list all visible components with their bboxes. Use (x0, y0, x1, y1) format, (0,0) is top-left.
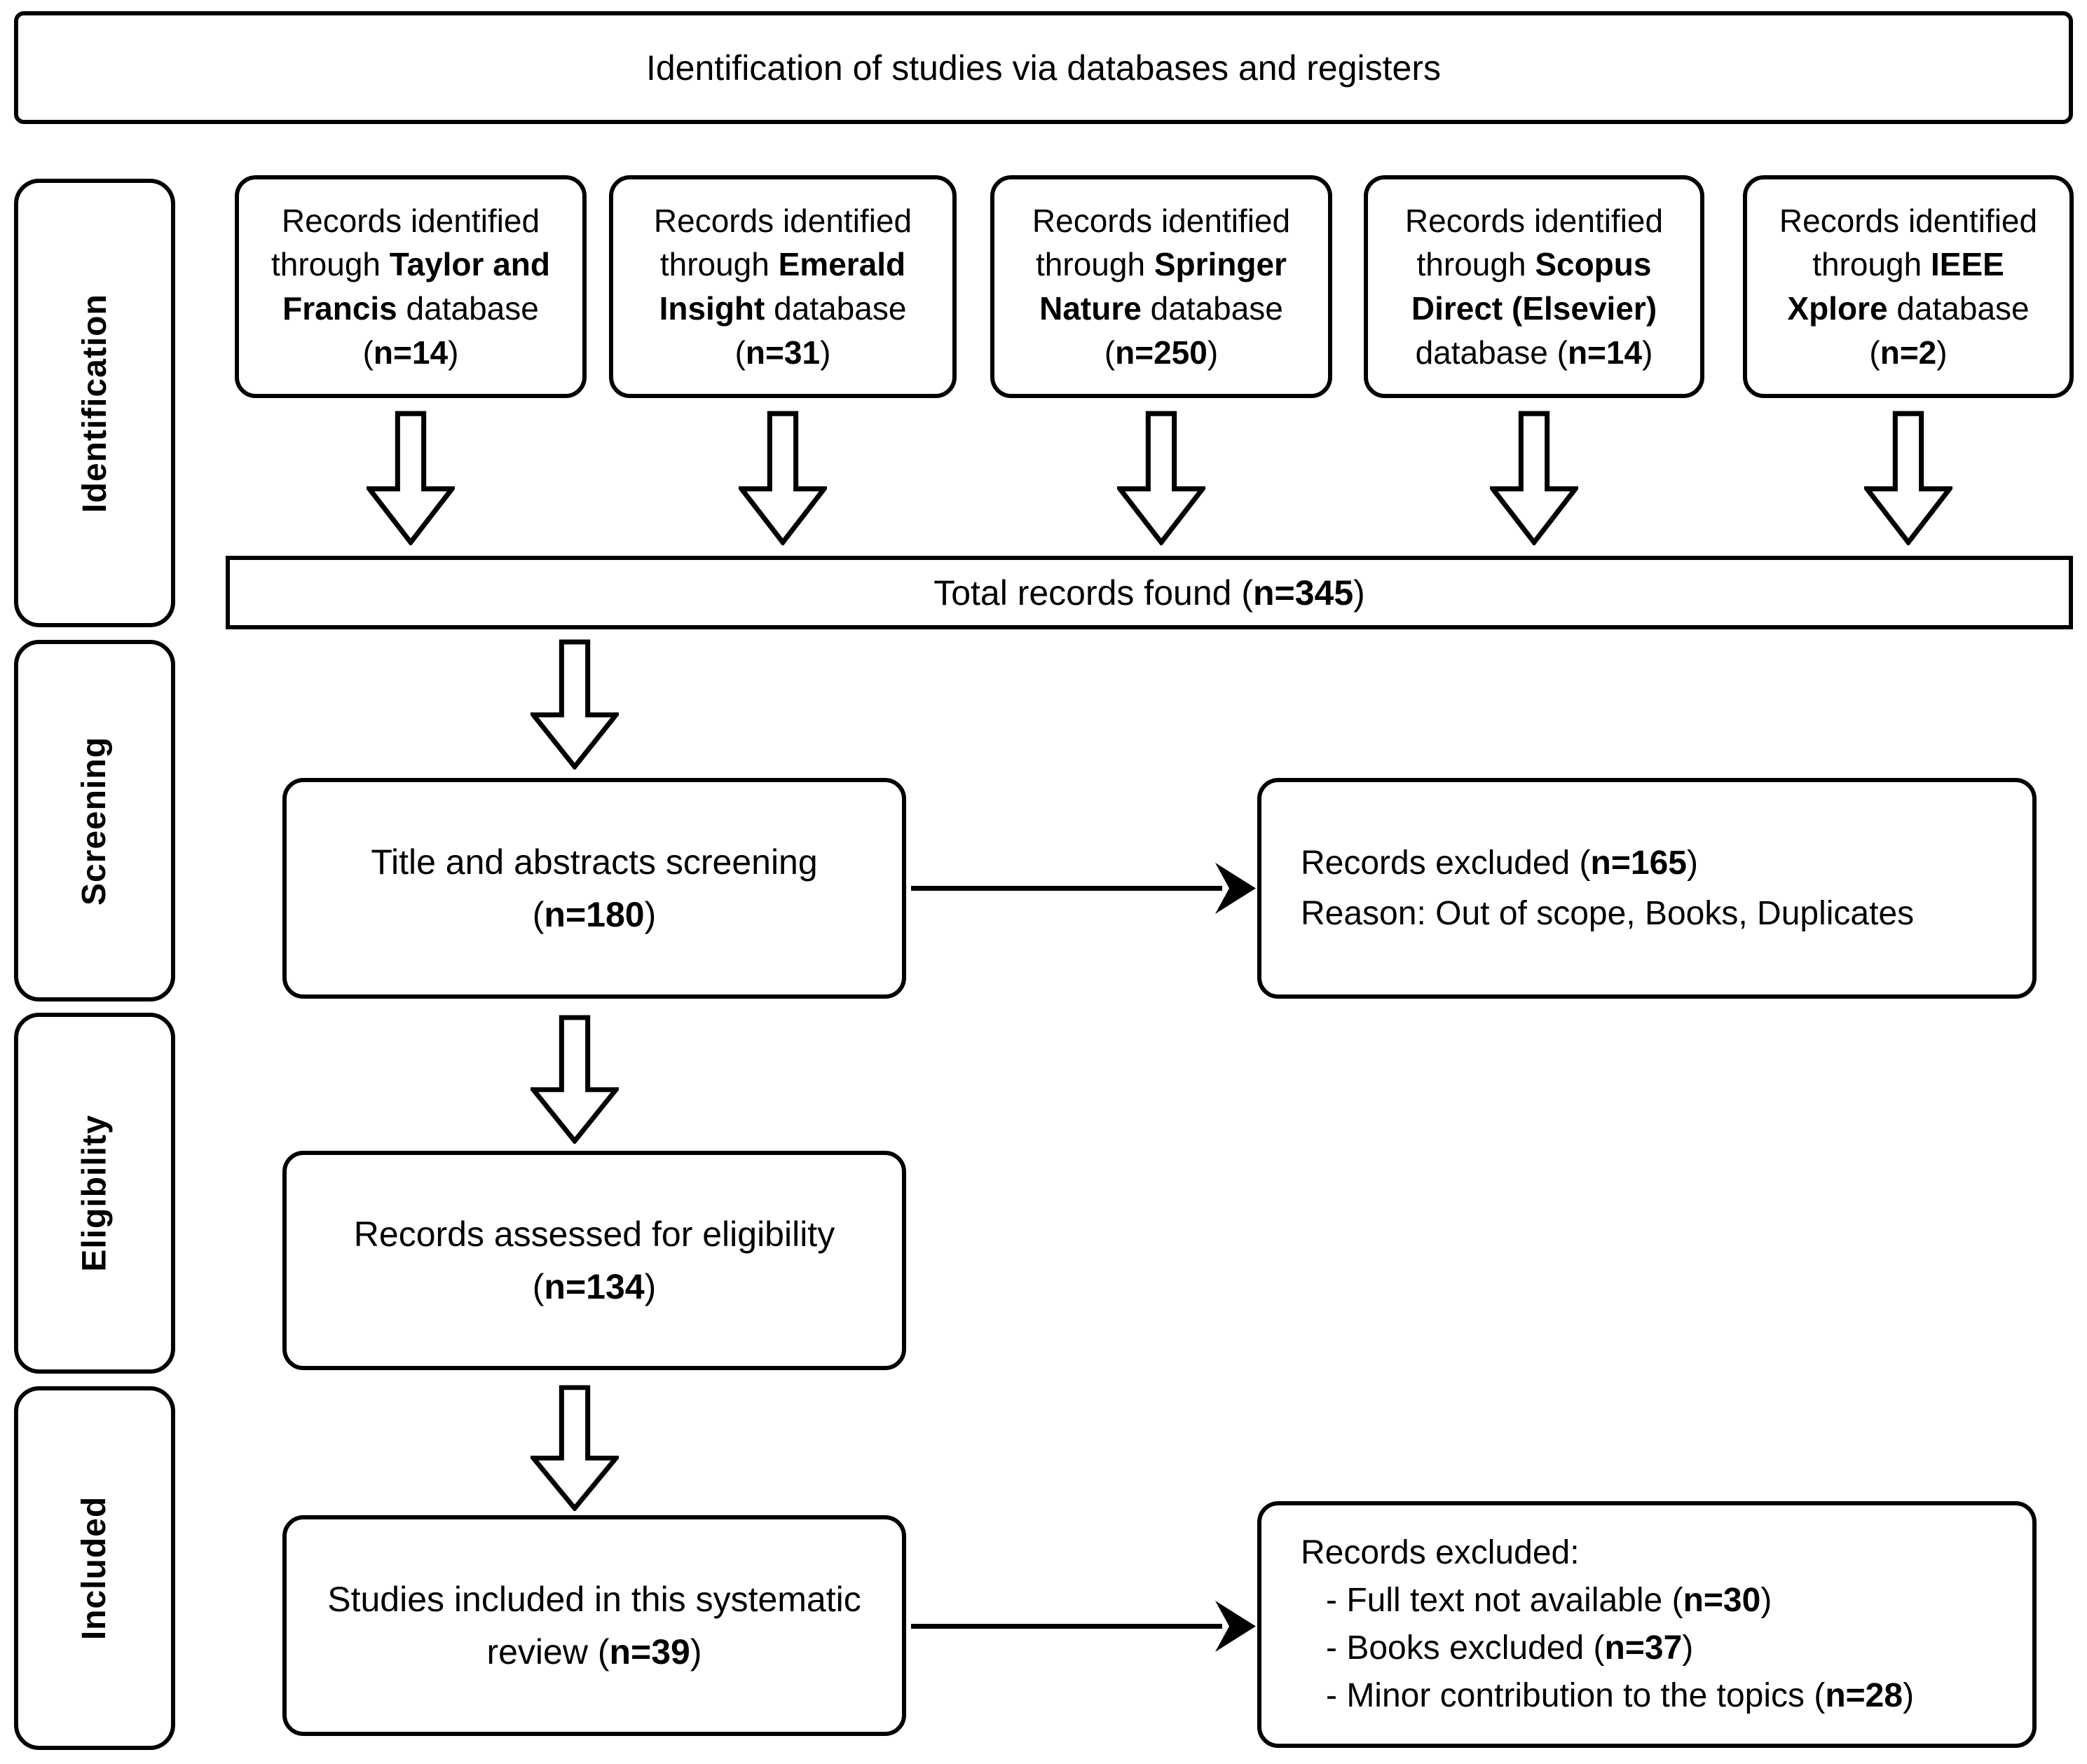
text-line: (n=134) (532, 1266, 657, 1306)
banner: Identification of studies via databases … (14, 11, 2073, 124)
text-line: (n=14) (362, 334, 459, 371)
text-line: Records assessed for eligibility (353, 1214, 835, 1254)
included-box: Studies included in this systematic revie… (282, 1515, 906, 1736)
stage-screening-label: Screening (76, 736, 114, 905)
down-arrow-icon (367, 411, 455, 545)
total-records-bar: Total records found (n=345) (226, 556, 2073, 629)
text-line: Title and abstracts screening (371, 842, 818, 882)
text-line: Records identified (281, 202, 540, 239)
text-line: Francis database (282, 290, 539, 327)
text-line: Records excluded: (1301, 1533, 1580, 1571)
text-line: Records identified (1404, 202, 1664, 239)
text-line: Insight database (659, 290, 907, 327)
text-line: Direct (Elsevier) (1411, 290, 1657, 327)
text-line: Studies included in this systematic (327, 1579, 861, 1619)
text-line: Reason: Out of scope, Books, Duplicates (1301, 894, 1915, 932)
text-line: Records identified (1032, 202, 1291, 239)
right-arrow-icon (911, 863, 1256, 914)
eligibility-box: Records assessed for eligibility (n=134) (282, 1151, 906, 1370)
stage-included-label: Included (76, 1496, 114, 1641)
screening-box: Title and abstracts screening (n=180) (282, 778, 906, 999)
text-line: Records excluded (n=165) (1301, 844, 1698, 882)
text-line: through IEEE (1812, 246, 2004, 283)
down-arrow-icon (1117, 411, 1205, 545)
stage-identification: Identification (14, 179, 175, 627)
text-line: Records identified (1779, 202, 2038, 239)
stage-identification-label: Identification (76, 293, 114, 513)
stage-eligibility-label: Eligibility (76, 1114, 114, 1272)
text-line: - Minor contribution to the topics (n=28… (1326, 1677, 1915, 1715)
text-line: Xplore database (1787, 290, 2030, 327)
down-arrow-icon (1490, 411, 1578, 545)
down-arrow-icon (531, 1015, 619, 1144)
excluded-included-box: Records excluded: - Full text not availab… (1257, 1501, 2037, 1748)
text-line: (n=31) (734, 334, 831, 371)
text-line: through Emerald (659, 246, 906, 283)
text-line: through Springer (1036, 246, 1287, 283)
text-line: - Books excluded (n=37) (1326, 1629, 1694, 1667)
stage-included: Included (14, 1386, 175, 1750)
down-arrow-icon (531, 639, 619, 770)
text-line: Nature database (1039, 290, 1283, 327)
right-arrow-icon (911, 1601, 1256, 1652)
text-line: (n=2) (1869, 334, 1948, 371)
stage-eligibility: Eligibility (14, 1013, 175, 1374)
text-line: Records identified (653, 202, 912, 239)
text-line: review (n=39) (486, 1632, 702, 1671)
text-line: - Full text not available (n=30) (1326, 1581, 1772, 1619)
text-line: database (n=14) (1415, 334, 1653, 371)
text-line: through Taylor and (271, 246, 550, 283)
stage-screening: Screening (14, 640, 175, 1001)
down-arrow-icon (1864, 411, 1952, 545)
text-line: Total records found (n=345) (933, 573, 1365, 613)
text-line: through Scopus (1416, 246, 1652, 283)
down-arrow-icon (531, 1385, 619, 1511)
banner-title: Identification of studies via databases … (645, 48, 1441, 88)
text-line: (n=180) (532, 894, 657, 934)
source-box-ieee-xplore: Records identified through IEEE Xplore dat… (1743, 175, 2074, 398)
down-arrow-icon (739, 411, 827, 545)
text-line: (n=250) (1104, 334, 1219, 371)
excluded-screening-box: Records excluded (n=165) Reason: Out of s… (1257, 778, 2037, 999)
